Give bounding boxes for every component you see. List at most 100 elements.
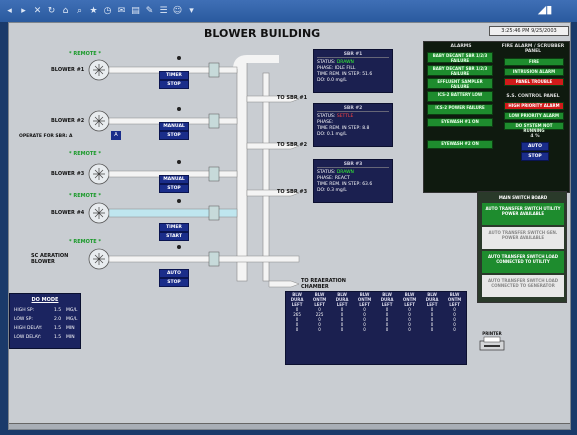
ats-utility-available[interactable]: AUTO TRANSFER SWITCH UTILITY POWER AVAIL…	[482, 203, 564, 225]
alarm-fire[interactable]: FIRE	[504, 58, 564, 66]
blower-5-mode-button[interactable]: AUTO	[159, 269, 189, 278]
search-icon[interactable]: ⌕	[76, 5, 83, 16]
stop-icon[interactable]: ✕	[33, 5, 42, 16]
table-header: BLW DURA	[290, 292, 304, 302]
table-cell: 225	[315, 312, 324, 317]
table-subheader-row: LEFT LEFT LEFT LEFT LEFT LEFT LEFT LEFT	[286, 302, 466, 307]
table-cell: 0	[408, 307, 411, 312]
table-subheader: LEFT	[381, 302, 393, 307]
alarm-decant-1[interactable]: BABY DECANT SBR 1/2/3 FAILURE	[427, 52, 493, 63]
blower-4-mode-button[interactable]: TIMER	[159, 223, 189, 232]
alarm-high-priority[interactable]: HIGH PRIORITY ALARM	[504, 102, 564, 110]
stop-button[interactable]: STOP	[521, 152, 549, 161]
home-icon[interactable]: ⌂	[62, 5, 69, 16]
printer-icon[interactable]: PRINTER	[477, 331, 507, 353]
refresh-icon[interactable]: ↻	[47, 5, 56, 16]
forward-icon[interactable]: ▸	[21, 5, 26, 16]
valve-1-icon[interactable]	[208, 62, 220, 78]
table-subheader: LEFT	[426, 302, 438, 307]
mail-icon[interactable]: ✉	[117, 5, 126, 16]
horizontal-scrollbar[interactable]	[9, 423, 570, 429]
tools-icon[interactable]: ▾	[189, 5, 194, 16]
sbr2-status-value: SETTLE	[336, 114, 354, 119]
table-cell: 0	[363, 317, 366, 322]
valve-3-icon[interactable]	[208, 166, 220, 182]
blower-2-stop-button[interactable]: STOP	[159, 131, 189, 140]
fire-alarm-header: FIRE ALARM / SCRUBBER PANEL	[501, 44, 565, 54]
table-header: BLW DURA	[335, 292, 349, 302]
table-cell: 265	[293, 312, 301, 317]
ats-load-utility[interactable]: AUTO TRANSFER SWITCH LOAD CONNECTED TO U…	[482, 251, 564, 273]
operate-sbr-value[interactable]: A	[111, 131, 121, 140]
alarm-effluent-sampler[interactable]: EFFLUENT SAMPLER FAILURE	[427, 78, 493, 89]
table-subheader: LEFT	[291, 302, 303, 307]
ss-control-header: S.S. CONTROL PANEL	[506, 94, 560, 99]
do-high-delay-value[interactable]: 1.5	[54, 326, 62, 331]
sbr3-time-value: 63.6	[362, 182, 373, 187]
blower-5-stop-button[interactable]: STOP	[159, 278, 189, 287]
table-cell: 0	[408, 317, 411, 322]
do-high-sp-value[interactable]: 1.5	[54, 308, 62, 313]
table-header: BLW DURA	[380, 292, 394, 302]
table-header: BLW ONTM	[402, 292, 417, 302]
blower-1-remote-label: * REMOTE *	[69, 51, 102, 57]
print-icon[interactable]: ▤	[131, 5, 140, 16]
history-icon[interactable]: ◷	[103, 5, 112, 16]
sbr3-phase-value: REACT	[334, 176, 350, 181]
valve-2-icon[interactable]	[208, 113, 220, 129]
table-cell: 0	[385, 312, 389, 317]
do-low-delay-value[interactable]: 1.5	[54, 335, 62, 340]
table-cell: 0	[340, 312, 344, 317]
sbr1-status-value: DRAWN	[336, 60, 354, 65]
alarm-low-priority[interactable]: LOW PRIORITY ALARM	[504, 112, 564, 120]
alarm-intrusion[interactable]: INTRUSION ALARM	[504, 68, 564, 76]
alarm-decant-2[interactable]: BABY DECANT SBR 1/2/3 FAILURE	[427, 65, 493, 76]
sbr2-do-label: DO:	[317, 132, 326, 137]
printer-graphic	[479, 336, 505, 351]
discuss-icon[interactable]: ☰	[159, 5, 168, 16]
table-subheader: LEFT	[314, 302, 325, 307]
blower-1-label: BLOWER #1	[51, 67, 85, 73]
sbr3-status-label: STATUS:	[317, 170, 336, 175]
alarm-eyewash-1[interactable]: EYEWASH #1 ON	[427, 118, 493, 127]
edit-icon[interactable]: ✎	[145, 5, 154, 16]
alarm-do-system[interactable]: DO SYSTEM NOT RUNNING	[504, 122, 564, 133]
blower-row-2	[88, 107, 300, 150]
do-high-delay-unit: MIN	[66, 326, 75, 331]
alarm-battery-low[interactable]: ICS-2 BATTERY LOW	[427, 91, 493, 102]
table-cell: 0	[430, 327, 434, 332]
blower-2-mode-button[interactable]: MANUAL	[159, 122, 189, 131]
blower-3-stop-button[interactable]: STOP	[159, 184, 189, 193]
blower-3-mode-button[interactable]: MANUAL	[159, 175, 189, 184]
do-high-sp-label: HIGH SP:	[14, 308, 35, 313]
ats-generator-available[interactable]: AUTO TRANSFER SWITCH GEN. POWER AVAILABL…	[482, 227, 564, 249]
do-low-sp-value[interactable]: 2.0	[54, 317, 62, 322]
do-mode-title: DO MODE	[31, 297, 59, 303]
blower-4-start-button[interactable]: START	[159, 232, 189, 241]
main-switch-board: MAIN SWITCH BOARD AUTO TRANSFER SWITCH U…	[477, 191, 567, 303]
auto-button[interactable]: AUTO	[521, 142, 549, 151]
alarm-panel-trouble[interactable]: PANEL TROUBLE	[504, 78, 564, 86]
main-switch-title: MAIN SWITCH BOARD	[498, 195, 548, 200]
favorites-icon[interactable]: ★	[89, 5, 98, 16]
to-sbr3-label: TO SBR #3	[277, 189, 308, 195]
sbr1-do-value: 0.0 mg/L	[326, 78, 347, 83]
sbr2-phase-label: PHASE:	[317, 120, 334, 125]
blower-1-mode-button[interactable]: TIMER	[159, 71, 189, 80]
blower-1-stop-button[interactable]: STOP	[159, 80, 189, 89]
blower-4-label: BLOWER #4	[51, 210, 85, 216]
blower-5-remote-label: * REMOTE *	[69, 239, 102, 245]
messenger-icon[interactable]: ☺	[172, 5, 183, 16]
valve-4-icon[interactable]	[208, 205, 220, 221]
table-cell: 0	[318, 327, 321, 332]
table-cell: 0	[430, 307, 434, 312]
alarm-power-failure[interactable]: ICS-2 POWER FAILURE	[427, 104, 493, 115]
alarm-eyewash-2[interactable]: EYEWASH #2 ON	[427, 140, 493, 149]
blower-2-label: BLOWER #2	[51, 118, 85, 124]
valve-5-icon[interactable]	[208, 251, 220, 267]
ats-load-generator[interactable]: AUTO TRANSFER SWITCH LOAD CONNECTED TO G…	[482, 275, 564, 297]
back-icon[interactable]: ◂	[7, 5, 12, 16]
